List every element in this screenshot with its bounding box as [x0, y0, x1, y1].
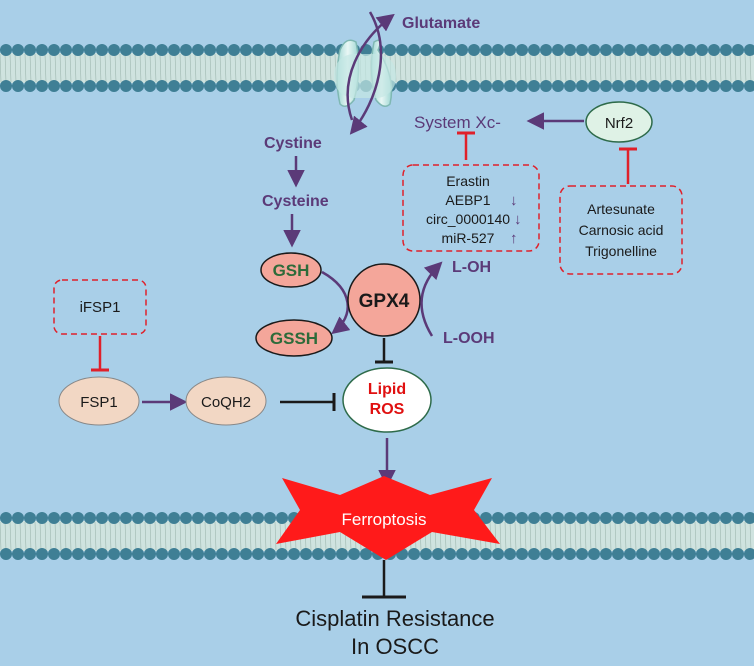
lipid-ros-node: Lipid ROS	[342, 367, 432, 433]
gpx4-label: GPX4	[359, 291, 410, 312]
cystine-import-arrow	[349, 11, 383, 135]
gsh-label: GSH	[273, 261, 310, 280]
ros-label: ROS	[370, 401, 405, 418]
xc-regulator-item: Erastin	[446, 173, 490, 189]
ifsp1-box: iFSP1	[53, 279, 147, 335]
fsp1-label: FSP1	[80, 394, 118, 411]
glutamate-label: Glutamate	[402, 15, 480, 32]
glutamate-export-arrow	[346, 13, 395, 121]
ifsp1-label: iFSP1	[80, 299, 121, 316]
outcome-line2: In OSCC	[351, 634, 439, 659]
gssh-label: GSSH	[270, 329, 318, 348]
xc-regulator-arrow: ↓	[510, 192, 518, 209]
lipid-label: Lipid	[368, 381, 406, 398]
nrf2-node: Nrf2	[585, 101, 653, 143]
nrf2-regulator-item: Trigonelline	[585, 243, 657, 259]
cystine-label: Cystine	[264, 135, 322, 152]
system-xc-label: System Xc-	[414, 113, 501, 132]
ferroptosis-label: Ferroptosis	[341, 510, 426, 529]
coqh2-node: CoQH2	[185, 376, 267, 426]
l-ooh-label: L-OOH	[443, 330, 495, 347]
gsh-node: GSH	[260, 252, 322, 288]
xc-regulator-arrow: ↑	[510, 230, 518, 247]
nrf2-regulator-item: Artesunate	[587, 201, 655, 217]
system-xc-transporter-icon	[334, 39, 396, 107]
fsp1-node: FSP1	[58, 376, 140, 426]
coqh2-label: CoQH2	[201, 394, 251, 411]
xc-regulator-item: AEBP1	[445, 192, 490, 208]
l-oh-label: L-OH	[452, 259, 491, 276]
xc-regulator-arrow: ↓	[514, 211, 522, 228]
ferroptosis-burst: Ferroptosis	[276, 476, 500, 560]
xc-regulator-item: circ_0000140	[426, 211, 510, 227]
gpx4-node: GPX4	[347, 263, 421, 337]
gssh-node: GSSH	[255, 319, 333, 357]
cysteine-label: Cysteine	[262, 193, 329, 210]
xc-regulator-item: miR-527	[442, 230, 495, 246]
looh-to-loh-arrow	[420, 261, 443, 337]
outcome-line1: Cisplatin Resistance	[295, 606, 494, 631]
nrf2-regulator-item: Carnosic acid	[579, 222, 664, 238]
nrf2-label: Nrf2	[605, 115, 633, 132]
